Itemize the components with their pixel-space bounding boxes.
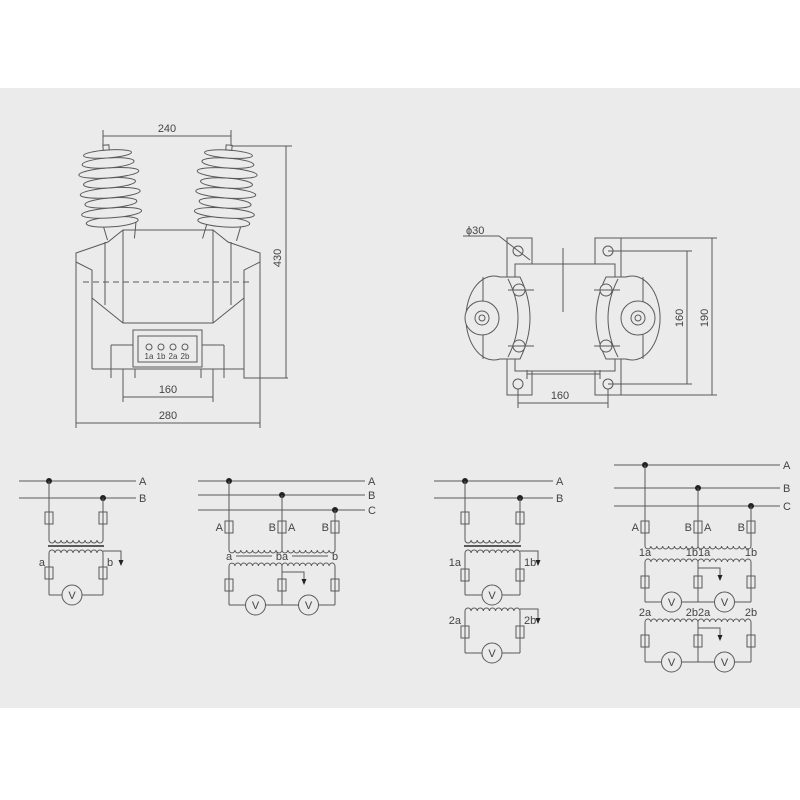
terminal-label: a [39,557,46,569]
voltmeter-label: V [668,657,676,669]
terminal-label: 1b [745,547,757,559]
terminal-label: 2a [449,615,462,627]
bus-label-A: A [139,476,147,488]
bus-label-A: A [368,476,376,488]
terminal-label: A [288,522,296,534]
terminal-label: 2b [524,615,536,627]
voltmeter-label: V [668,597,676,609]
arrow-head-icon [535,618,541,624]
terminal-label: ba [276,551,289,563]
dim-240: 240 [158,123,176,135]
dim-160: 160 [159,384,177,396]
dim-190: 190 [699,309,711,327]
arrow-head-icon [301,579,307,585]
terminal-label: 1a [449,557,462,569]
terminal-label-1a: 1a [145,352,154,361]
side-view: ϕ30 160 190 160 [463,225,717,408]
terminal-label: A [632,522,640,534]
terminal-label: B [685,522,692,534]
ground-arrow [103,550,122,561]
voltmeter [481,642,503,664]
terminal-label-1b: 1b [157,352,166,361]
voltmeter [61,584,83,606]
circuit-single-phase: AB Va b [19,476,147,606]
arrow-head-icon [717,635,723,641]
bus-label-B: B [783,483,790,495]
terminal-label: b [107,557,113,569]
bus-label-C: C [783,501,791,513]
terminal-label: B [269,522,276,534]
terminal-label: 1a [639,547,652,559]
terminal-label: B [322,522,329,534]
dim-hole-diameter: ϕ30 [466,225,484,237]
voltmeter [245,594,266,616]
terminal-label: 1b1a [686,547,711,559]
left-insulator [78,144,143,241]
arrow-head-icon [717,575,723,581]
terminal-label: A [704,522,712,534]
terminal-label: 2b [745,607,757,619]
ground-arrow [520,550,539,561]
voltmeter [714,591,735,613]
ground-arrow [520,608,539,619]
ground-arrow [698,627,721,636]
bus-label-C: C [368,505,376,517]
ground-arrow [698,567,721,576]
voltmeter-label: V [488,648,496,660]
right-insulator [193,144,258,241]
front-dimensions: 240 430 160 280 [75,123,292,428]
bus-label-A: A [556,476,564,488]
terminal-label: 2a [639,607,652,619]
terminal-label: B [738,522,745,534]
primary-coil [48,539,104,544]
voltmeter-label: V [721,657,729,669]
dim-160-horizontal: 160 [551,390,569,402]
voltmeter-label: V [721,597,729,609]
voltmeter [298,594,319,616]
secondary-coil [464,549,521,554]
arrow-head-icon [535,560,541,566]
ground-arrow [282,571,305,580]
dim-160-vertical: 160 [674,309,686,327]
terminal-label: b [332,551,338,563]
dim-430: 430 [272,249,284,267]
front-view: 1a 1b 2a 2b 240 430 160 280 [75,123,292,428]
voltmeter-label: V [305,600,313,612]
voltmeter-label: V [68,590,76,602]
left-drum [464,275,531,361]
voltmeter [714,651,735,673]
voltmeter [661,591,682,613]
voltmeter-label: V [488,590,496,602]
arrow-head-icon [118,560,124,566]
terminal-label: A [216,522,224,534]
primary-coil [644,545,752,550]
terminal-box: 1a 1b 2a 2b [132,329,203,368]
secondary-coil [464,607,521,612]
bus-label-A: A [783,460,791,472]
dim-280: 280 [159,410,177,422]
terminal-label-2b: 2b [181,352,190,361]
transformer-body [75,229,288,380]
circuit-single-phase-dual: AB V 1a 1bV 2a 2b [434,476,564,664]
primary-coil [464,539,521,544]
bus-label-B: B [556,493,563,505]
side-dimensions: ϕ30 160 190 160 [463,225,717,408]
primary-coil [228,549,336,554]
terminal-label-2a: 2a [169,352,178,361]
terminal-label: 2b2a [686,607,711,619]
voltmeter [661,651,682,673]
terminal-label: a [226,551,233,563]
bus-label-B: B [368,490,375,502]
voltmeter-label: V [252,600,260,612]
voltmeter [481,584,503,606]
bus-label-B: B [139,493,146,505]
right-drum [595,275,661,361]
terminal-label: 1b [524,557,536,569]
secondary-coil [48,549,104,554]
